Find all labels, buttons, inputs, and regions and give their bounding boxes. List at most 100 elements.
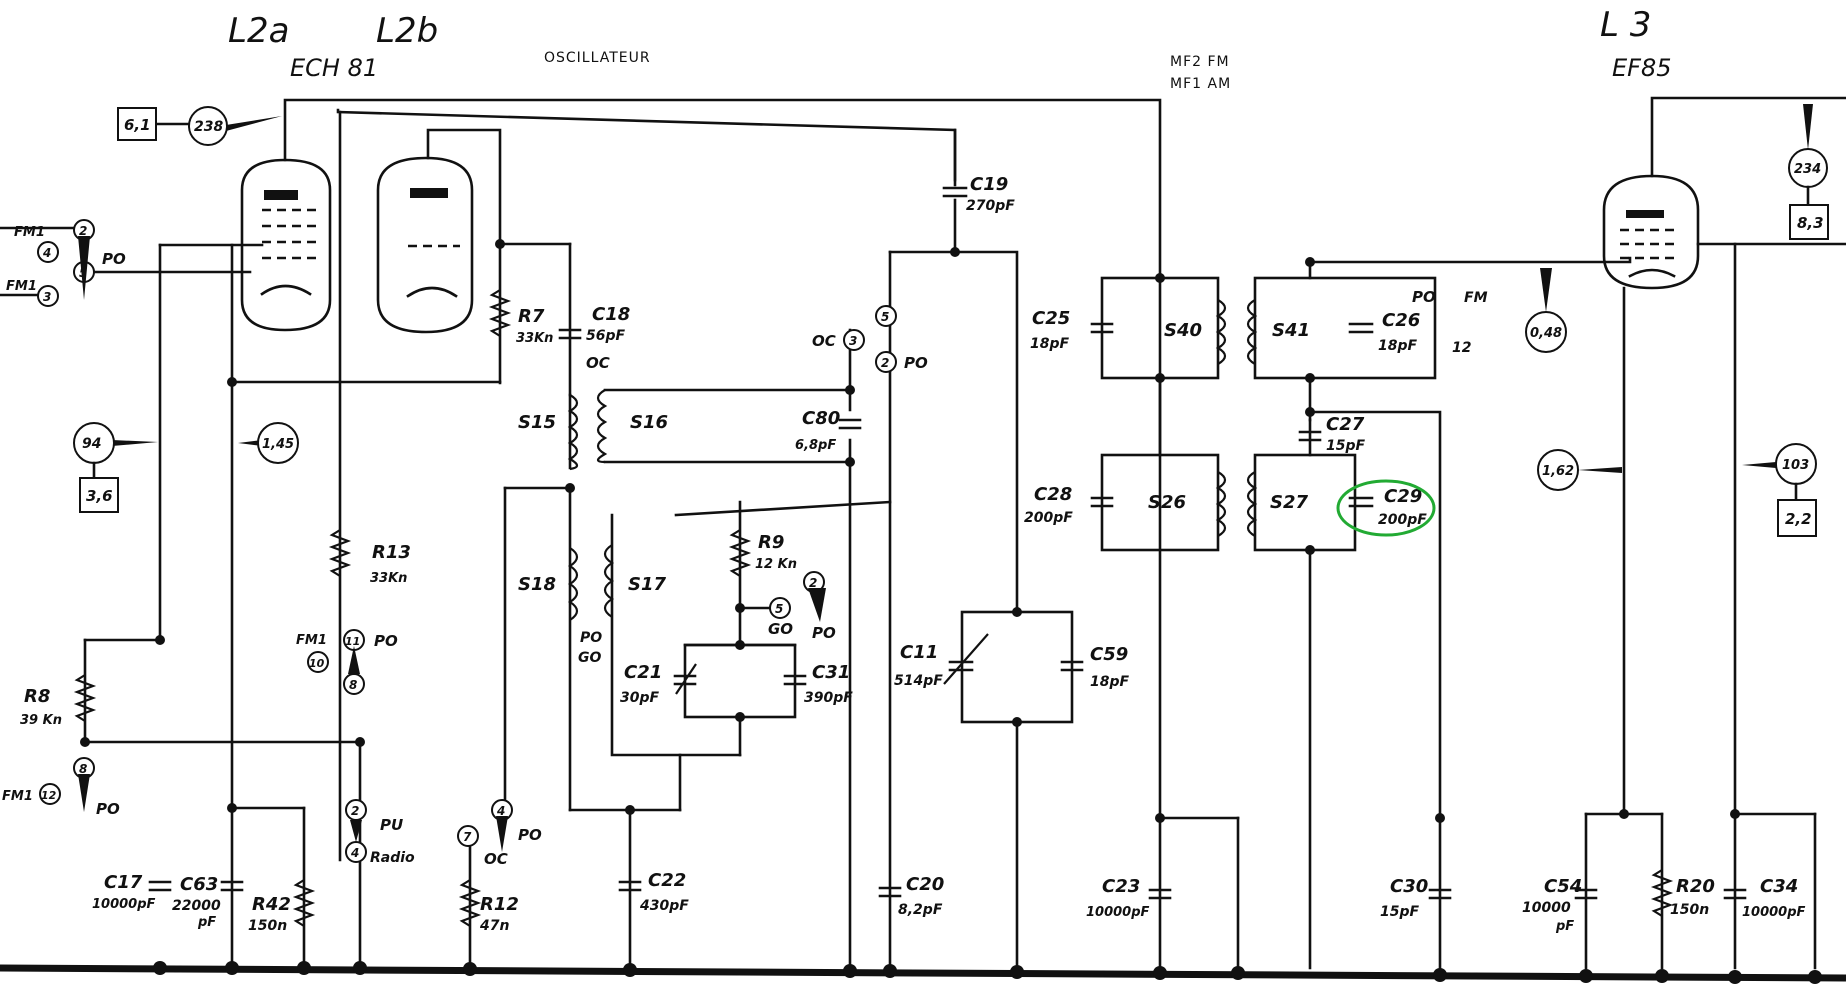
svg-text:PO: PO	[580, 630, 602, 646]
mf2-label: MF2 FM	[1170, 54, 1230, 70]
label-s16: S16	[630, 412, 668, 433]
label-r42: R42	[252, 894, 291, 915]
mf1-label: MF1 AM	[1170, 76, 1231, 92]
capacitor-c63	[220, 880, 244, 892]
measure-048: 0,48	[1525, 268, 1567, 353]
label-s27: S27	[1270, 492, 1308, 513]
label-c21-value: 30pF	[620, 690, 660, 706]
label-c54-value2: pF	[1555, 919, 1574, 934]
label-c25: C25	[1032, 308, 1070, 329]
capacitor-c21	[673, 663, 697, 695]
label-c20: C20	[906, 874, 944, 895]
label-c19: C19	[970, 174, 1008, 195]
label-c30: C30	[1390, 876, 1428, 897]
tube-label-l3: L 3	[1600, 5, 1651, 45]
capacitor-c29	[1348, 496, 1374, 508]
label-c26-value: 18pF	[1378, 338, 1418, 354]
svg-text:2: 2	[351, 804, 359, 818]
c29-highlight-ring	[1336, 479, 1436, 537]
label-c17: C17	[104, 872, 143, 893]
label-s18: S18	[518, 574, 556, 595]
label-c27: C27	[1326, 414, 1365, 435]
svg-text:PO: PO	[374, 632, 398, 650]
svg-text:FM: FM	[1464, 290, 1488, 306]
capacitor-c23	[1148, 888, 1172, 900]
label-c19-value: 270pF	[966, 198, 1015, 214]
coil-s16	[596, 389, 608, 464]
label-c22-value: 430pF	[639, 898, 689, 914]
svg-text:OC: OC	[812, 332, 836, 350]
label-r12-value: 47n	[479, 918, 509, 934]
coil-s41	[1246, 299, 1258, 365]
capacitor-c22	[618, 880, 642, 892]
label-c59: C59	[1090, 644, 1128, 665]
capacitor-c34	[1723, 888, 1747, 900]
svg-text:PO: PO	[1412, 288, 1436, 306]
svg-text:PU: PU	[380, 816, 403, 834]
capacitor-c31	[783, 674, 807, 686]
label-c21: C21	[624, 662, 662, 683]
label-c31-value: 390pF	[804, 690, 853, 706]
label-c11: C11	[900, 642, 938, 663]
label-c34-value: 10000pF	[1742, 905, 1806, 920]
label-c20-value: 8,2pF	[898, 902, 943, 918]
svg-text:7: 7	[463, 830, 472, 844]
svg-text:FM1: FM1	[6, 279, 37, 294]
label-c63-value2: pF	[197, 915, 216, 930]
label-r7-value: 33Kn	[516, 331, 553, 346]
svg-text:4: 4	[42, 246, 51, 260]
capacitor-c28	[1090, 496, 1114, 508]
capacitor-c59	[1060, 660, 1084, 672]
svg-text:2: 2	[881, 356, 889, 370]
measure-103: 103 2,2	[1742, 443, 1817, 537]
tube-label-l2b: L2b	[376, 11, 438, 51]
label-c17-value: 10000pF	[92, 897, 156, 912]
measure-22-value: 2,2	[1785, 510, 1812, 528]
tube-l2a	[240, 158, 332, 332]
label-c11-value: 514pF	[894, 673, 943, 689]
label-c26: C26	[1382, 310, 1420, 331]
resistor-r13	[328, 529, 352, 577]
svg-text:PO: PO	[518, 826, 542, 844]
label-c31: C31	[812, 662, 850, 683]
wiring	[0, 96, 1846, 970]
measure-234-value: 234	[1794, 162, 1821, 177]
svg-text:PO: PO	[904, 354, 928, 372]
junction-dots	[80, 239, 1822, 984]
coil-s18	[567, 547, 579, 621]
label-r8: R8	[24, 686, 50, 707]
label-c63-value1: 22000	[172, 898, 221, 914]
oscillator-label: OSCILLATEUR	[544, 50, 651, 66]
measure-238-value: 238	[194, 119, 223, 135]
label-c27-value: 15pF	[1326, 438, 1366, 454]
svg-text:4: 4	[350, 846, 359, 860]
measure-94: 94 3,6	[73, 422, 158, 513]
label-c18: C18	[592, 304, 630, 325]
measure-103-value: 103	[1782, 458, 1809, 473]
label-r13: R13	[372, 542, 411, 563]
label-r20-value: 150n	[1670, 902, 1709, 918]
measure-145-value: 1,45	[262, 437, 294, 452]
label-s15: S15	[518, 412, 556, 433]
tube-type-ech81: ECH 81	[290, 54, 378, 82]
svg-text:3: 3	[43, 290, 51, 304]
label-c80-value: 6,8pF	[795, 438, 836, 453]
svg-text:2: 2	[79, 224, 87, 238]
measure-162: 1,62	[1537, 449, 1622, 491]
measure-048-value: 0,48	[1530, 326, 1562, 341]
svg-text:5: 5	[881, 310, 889, 324]
label-c29-value: 200pF	[1378, 512, 1427, 528]
label-s40: S40	[1164, 320, 1202, 341]
svg-text:3: 3	[849, 334, 857, 348]
svg-text:12: 12	[1452, 340, 1471, 356]
measure-162-value: 1,62	[1542, 464, 1574, 479]
svg-text:PO: PO	[812, 624, 836, 642]
measure-83-value: 8,3	[1797, 214, 1824, 232]
resistor-r7	[488, 289, 512, 337]
tube-label-l2a: L2a	[228, 11, 289, 51]
label-c54-value1: 10000	[1522, 900, 1571, 916]
resistor-r9	[728, 529, 752, 577]
svg-text:Radio: Radio	[370, 850, 415, 866]
label-c28-value: 200pF	[1024, 510, 1073, 526]
svg-text:8: 8	[349, 678, 357, 692]
